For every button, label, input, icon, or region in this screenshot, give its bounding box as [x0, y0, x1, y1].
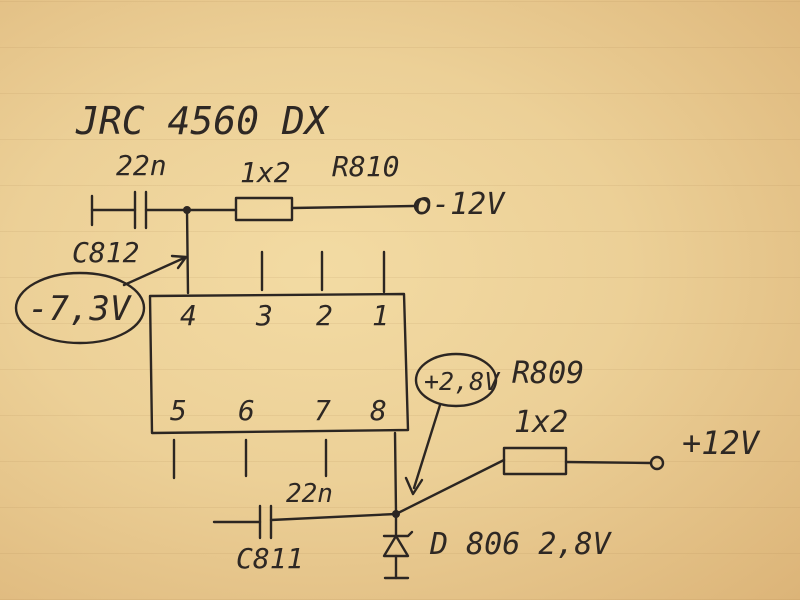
pin-7-number: 7 [314, 394, 331, 427]
r810-label: R810 [332, 150, 399, 183]
ic-body [148, 292, 410, 435]
r809-value: 1х2 [514, 405, 568, 440]
supply-positive: +12V [682, 424, 761, 462]
zener-diode-d806 [382, 512, 414, 580]
c812-value: 22n [116, 149, 167, 182]
pin-8-number: 8 [370, 394, 387, 427]
c811-label: C811 [236, 542, 303, 575]
pin-2-number: 2 [316, 299, 333, 332]
d806-label: D 806 2,8V [429, 527, 613, 562]
voltage-pin4: -7,3V [28, 289, 132, 329]
pin-1-number: 1 [372, 299, 389, 332]
arrow-pin8 [412, 403, 442, 490]
pin4-wire [185, 208, 190, 295]
arrow-pin4 [122, 256, 186, 287]
voltage-callout-pin4 [14, 271, 146, 345]
pin8-wire [393, 431, 398, 514]
resistor-r809 [394, 446, 665, 516]
arrow-pin8-head [404, 476, 424, 496]
arrow-pin4-head [170, 254, 188, 270]
pin-5-number: 5 [170, 394, 187, 427]
supply-negative: o-12V [414, 187, 506, 222]
pin-6-number: 6 [238, 394, 255, 427]
r809-label: R809 [512, 356, 584, 391]
voltage-pin8: +2,8V [424, 367, 501, 396]
c812-label: C812 [72, 236, 139, 269]
pin-3-number: 3 [255, 299, 273, 332]
c811-value: 22n [286, 479, 333, 509]
r810-value: 1х2 [240, 156, 291, 189]
capacitor-c811 [212, 504, 398, 540]
resistor-r810 [185, 196, 431, 222]
pin-4-number: 4 [180, 299, 197, 332]
capacitor-c812 [90, 190, 188, 230]
voltage-callout-pin8 [414, 352, 498, 408]
chip-title: JRC 4560 DX [75, 99, 330, 143]
